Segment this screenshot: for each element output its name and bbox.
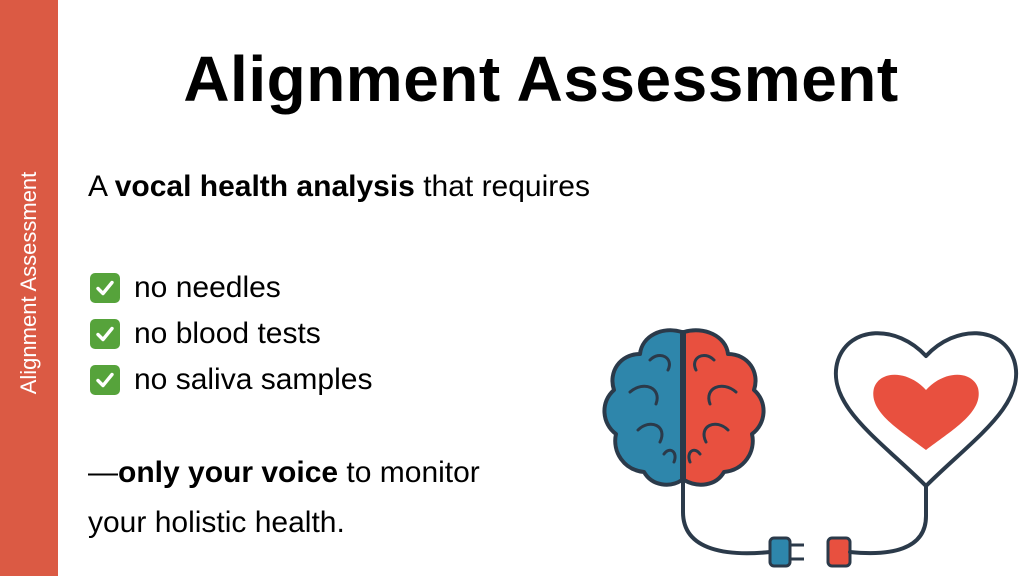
closing-line1-suffix: to monitor [338,456,480,489]
closing-line-1: —only your voice to monitor [88,448,480,498]
brain-right-hemisphere [682,328,766,487]
slide-title: Alignment Assessment [183,43,899,115]
checklist: no needles no blood tests no saliva samp… [90,265,372,403]
intro-emphasis: vocal health analysis [114,170,415,203]
intro-prefix: A [88,170,115,203]
brain-cable [681,478,772,556]
closing-prefix: — [88,456,118,489]
checklist-item: no needles [90,265,372,311]
intro-text: A vocal health analysis that requires [88,170,590,204]
closing-line-2: your holistic health. [88,506,345,539]
socket-body [826,536,852,568]
sidebar-label: Alignment Assessment [16,171,41,395]
closing-emphasis: only your voice [118,456,339,489]
heart-cable [848,484,928,556]
heart-fill [873,374,979,450]
plug-body [768,536,792,568]
check-mark-button-icon [90,273,120,303]
brain-left-hemisphere [602,328,684,487]
intro-suffix: that requires [414,170,590,203]
check-mark-button-icon [90,365,120,395]
checklist-item-label: no blood tests [134,317,321,350]
closing-text: —only your voice to monitor your holisti… [88,448,480,548]
checklist-item-label: no saliva samples [134,363,373,396]
checklist-item: no saliva samples [90,357,372,403]
checklist-item-label: no needles [134,271,281,304]
sidebar: Alignment Assessment [0,0,58,576]
checklist-item: no blood tests [90,311,372,357]
check-mark-button-icon [90,319,120,349]
brain-heart-plug-icon [602,328,1018,568]
